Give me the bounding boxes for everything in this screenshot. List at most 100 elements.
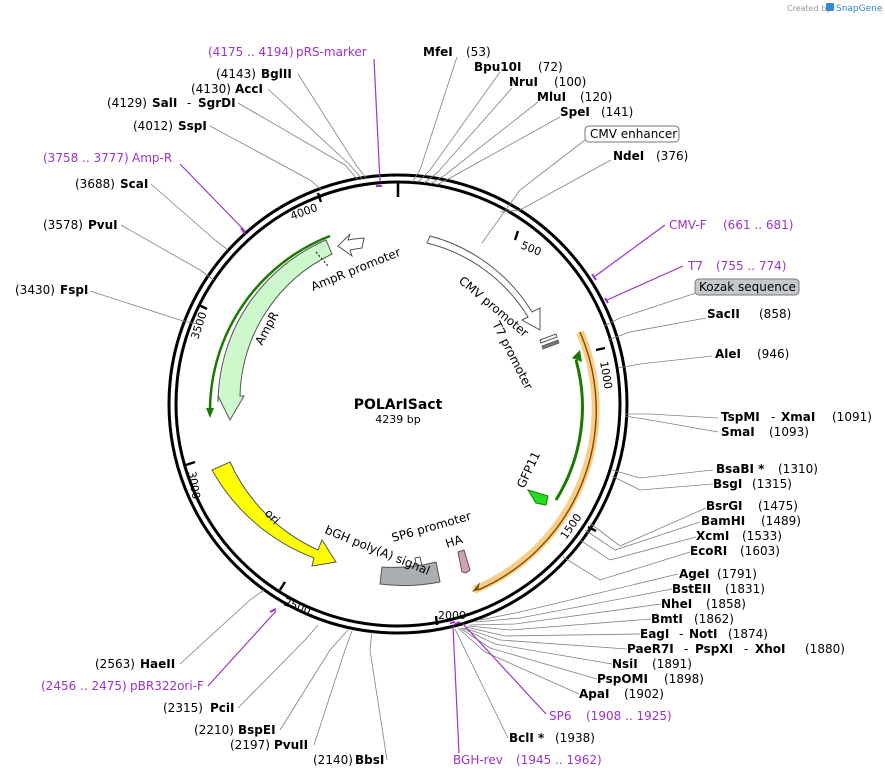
site-labels: MfeI (53) Bpu10I (72) NruI (100) MluI (1… bbox=[15, 45, 872, 767]
site-nhei[interactable]: NheI bbox=[661, 597, 692, 611]
ori-feature[interactable] bbox=[211, 461, 337, 567]
site-bmti[interactable]: BmtI bbox=[651, 612, 683, 626]
site-sspi[interactable]: SspI bbox=[178, 119, 207, 133]
bgh-polya-feature[interactable] bbox=[379, 561, 441, 587]
site-apai-pos: (1902) bbox=[624, 687, 664, 701]
site-bcli[interactable]: BclI * bbox=[509, 731, 545, 745]
leader-prs-marker bbox=[373, 58, 381, 183]
site-eagi[interactable]: EagI bbox=[640, 627, 669, 641]
ampr-promoter-feature[interactable] bbox=[337, 233, 365, 258]
site-alei[interactable]: AleI bbox=[715, 347, 741, 361]
site-pvui[interactable]: PvuI bbox=[88, 218, 118, 232]
leader-acci bbox=[267, 88, 363, 180]
leader-pcii bbox=[237, 624, 319, 709]
site-tspmi[interactable]: TspMI bbox=[721, 410, 760, 424]
tick-label-2500: 2500 bbox=[282, 596, 313, 618]
site-bglii[interactable]: BglII bbox=[261, 67, 292, 81]
site-sacii[interactable]: SacII bbox=[707, 307, 740, 321]
site-xmai[interactable]: XmaI bbox=[781, 410, 815, 424]
site-fspi[interactable]: FspI bbox=[60, 283, 88, 297]
primer-sp6[interactable]: SP6 bbox=[549, 709, 572, 723]
site-bpu10i[interactable]: Bpu10I bbox=[474, 60, 521, 74]
site-bsteii[interactable]: BstEII bbox=[672, 582, 711, 596]
leader-kozak bbox=[603, 292, 697, 327]
site-sali[interactable]: SalI bbox=[152, 96, 177, 110]
site-pvuii[interactable]: PvuII bbox=[274, 738, 308, 752]
site-pspomi-pos: (1898) bbox=[664, 672, 704, 686]
site-bbsi[interactable]: BbsI bbox=[355, 753, 384, 767]
kozak-badge[interactable]: Kozak sequence bbox=[694, 278, 800, 296]
site-leaders bbox=[89, 56, 719, 761]
leader-bsteii bbox=[474, 588, 673, 623]
site-scai[interactable]: ScaI bbox=[120, 177, 148, 191]
site-mfei[interactable]: MfeI bbox=[423, 45, 453, 59]
leader-nrui bbox=[423, 87, 513, 184]
t7-promoter-feature[interactable] bbox=[539, 333, 558, 344]
site-paer7i-pos: (1880) bbox=[805, 642, 845, 656]
site-pcii[interactable]: PciI bbox=[210, 701, 235, 715]
site-nrui-pos: (100) bbox=[554, 75, 586, 89]
site-ndei[interactable]: NdeI bbox=[613, 149, 644, 163]
gfp11-feature[interactable] bbox=[526, 489, 549, 506]
cmv-promoter-feature[interactable] bbox=[426, 235, 541, 331]
ha-feature[interactable] bbox=[457, 549, 471, 574]
site-noti[interactable]: NotI bbox=[689, 627, 718, 641]
tick-3000 bbox=[185, 460, 196, 467]
leader-alei bbox=[617, 355, 713, 369]
site-mlui[interactable]: MluI bbox=[537, 90, 566, 104]
site-bsrgi[interactable]: BsrGI bbox=[706, 499, 743, 513]
leader-bsabi bbox=[611, 469, 714, 479]
primer-cmv-f[interactable]: CMV-F bbox=[669, 218, 707, 232]
tick-1000 bbox=[595, 346, 606, 352]
leader-sali bbox=[237, 102, 359, 181]
site-apai[interactable]: ApaI bbox=[579, 687, 609, 701]
site-bglii-pos: (4143) bbox=[216, 67, 256, 81]
primer-t7-range: (755 .. 774) bbox=[716, 259, 786, 273]
primer-mark-ampr bbox=[240, 227, 246, 235]
site-smai[interactable]: SmaI bbox=[721, 425, 755, 439]
primer-prs-marker[interactable]: pRS-marker bbox=[296, 45, 367, 59]
tick-1500 bbox=[587, 525, 597, 533]
site-bsabi[interactable]: BsaBI * bbox=[716, 462, 765, 476]
site-sgrdi[interactable]: SgrDI bbox=[198, 96, 236, 110]
site-nrui[interactable]: NruI bbox=[509, 75, 538, 89]
site-paer7i[interactable]: PaeR7I bbox=[627, 642, 674, 656]
site-eagi-pos: (1874) bbox=[728, 627, 768, 641]
ampr-feature[interactable] bbox=[217, 239, 333, 422]
site-pvuii-pos: (2197) bbox=[230, 738, 270, 752]
site-pspomi[interactable]: PspOMI bbox=[597, 672, 648, 686]
site-bspei[interactable]: BspEI bbox=[238, 723, 276, 737]
site-mlui-pos: (120) bbox=[580, 90, 612, 104]
primer-t7[interactable]: T7 bbox=[687, 259, 703, 273]
primer-pbr322ori-f[interactable]: pBR322ori-F bbox=[130, 679, 204, 693]
primer-amp-r-range: (3758 .. 3777) bbox=[43, 151, 129, 165]
site-nsii[interactable]: NsiI bbox=[612, 657, 638, 671]
tick-4000 bbox=[316, 192, 323, 203]
site-xcmi[interactable]: XcmI bbox=[696, 529, 729, 543]
gfp11-label: GFP11 bbox=[514, 449, 543, 490]
cmv-enhancer-badge[interactable]: CMV enhancer bbox=[584, 125, 680, 143]
site-pspxi[interactable]: PspXI bbox=[695, 642, 733, 656]
leader-sp6 bbox=[462, 623, 547, 715]
tick-label-2000: 2000 bbox=[438, 609, 466, 622]
site-haeii[interactable]: HaeII bbox=[140, 657, 175, 671]
site-bsgi[interactable]: BsgI bbox=[713, 477, 742, 491]
site-pcii-pos: (2315) bbox=[163, 701, 203, 715]
site-spei[interactable]: SpeI bbox=[560, 105, 590, 119]
leader-scai bbox=[150, 183, 229, 251]
gfp-highlight-outline bbox=[477, 331, 597, 591]
site-agei[interactable]: AgeI bbox=[679, 567, 709, 581]
site-xhoi[interactable]: XhoI bbox=[755, 642, 786, 656]
primer-amp-r[interactable]: Amp-R bbox=[132, 151, 172, 165]
site-acci[interactable]: AccI bbox=[235, 82, 263, 96]
site-ecori-pos: (1603) bbox=[740, 544, 780, 558]
site-mfei-pos: (53) bbox=[466, 45, 491, 59]
site-bamhi[interactable]: BamHI bbox=[701, 514, 745, 528]
leader-sacii bbox=[607, 317, 707, 341]
site-ecori[interactable]: EcoRI bbox=[690, 544, 727, 558]
leader-cmv-enhancer bbox=[481, 139, 586, 244]
site-fspi-pos: (3430) bbox=[15, 283, 55, 297]
gfp11-track-arrowhead bbox=[572, 350, 582, 362]
primer-bgh-rev[interactable]: BGH-rev bbox=[453, 753, 503, 767]
leader-haeii bbox=[179, 589, 265, 665]
